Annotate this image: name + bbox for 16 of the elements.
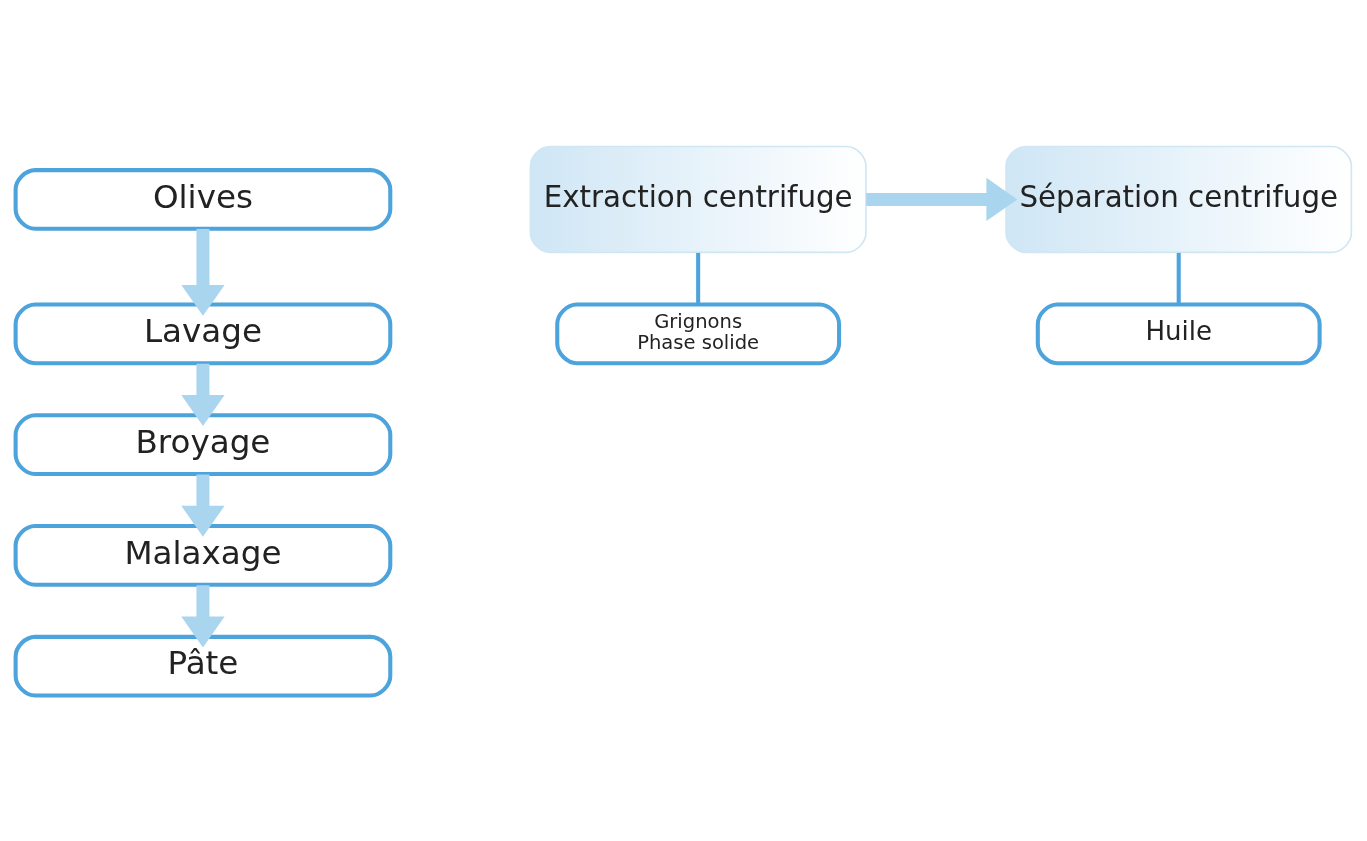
connector [1176, 252, 1181, 304]
node-box: Huile [1035, 302, 1322, 365]
node-box: Grignons Phase solide [555, 302, 842, 365]
node-box: Malaxage [13, 523, 393, 587]
node-box: Lavage [13, 302, 393, 365]
arrow [181, 474, 225, 537]
node-box: Extraction centrifuge [529, 145, 867, 253]
node-box: Séparation centrifuge [1005, 145, 1353, 253]
node-box: Olives [13, 167, 393, 231]
node-box: Pâte [13, 634, 393, 697]
arrow [181, 584, 225, 647]
arrow [866, 177, 1018, 221]
arrow [181, 363, 225, 426]
node-box: Broyage [13, 412, 393, 476]
arrow [181, 228, 225, 316]
connector [696, 252, 701, 304]
